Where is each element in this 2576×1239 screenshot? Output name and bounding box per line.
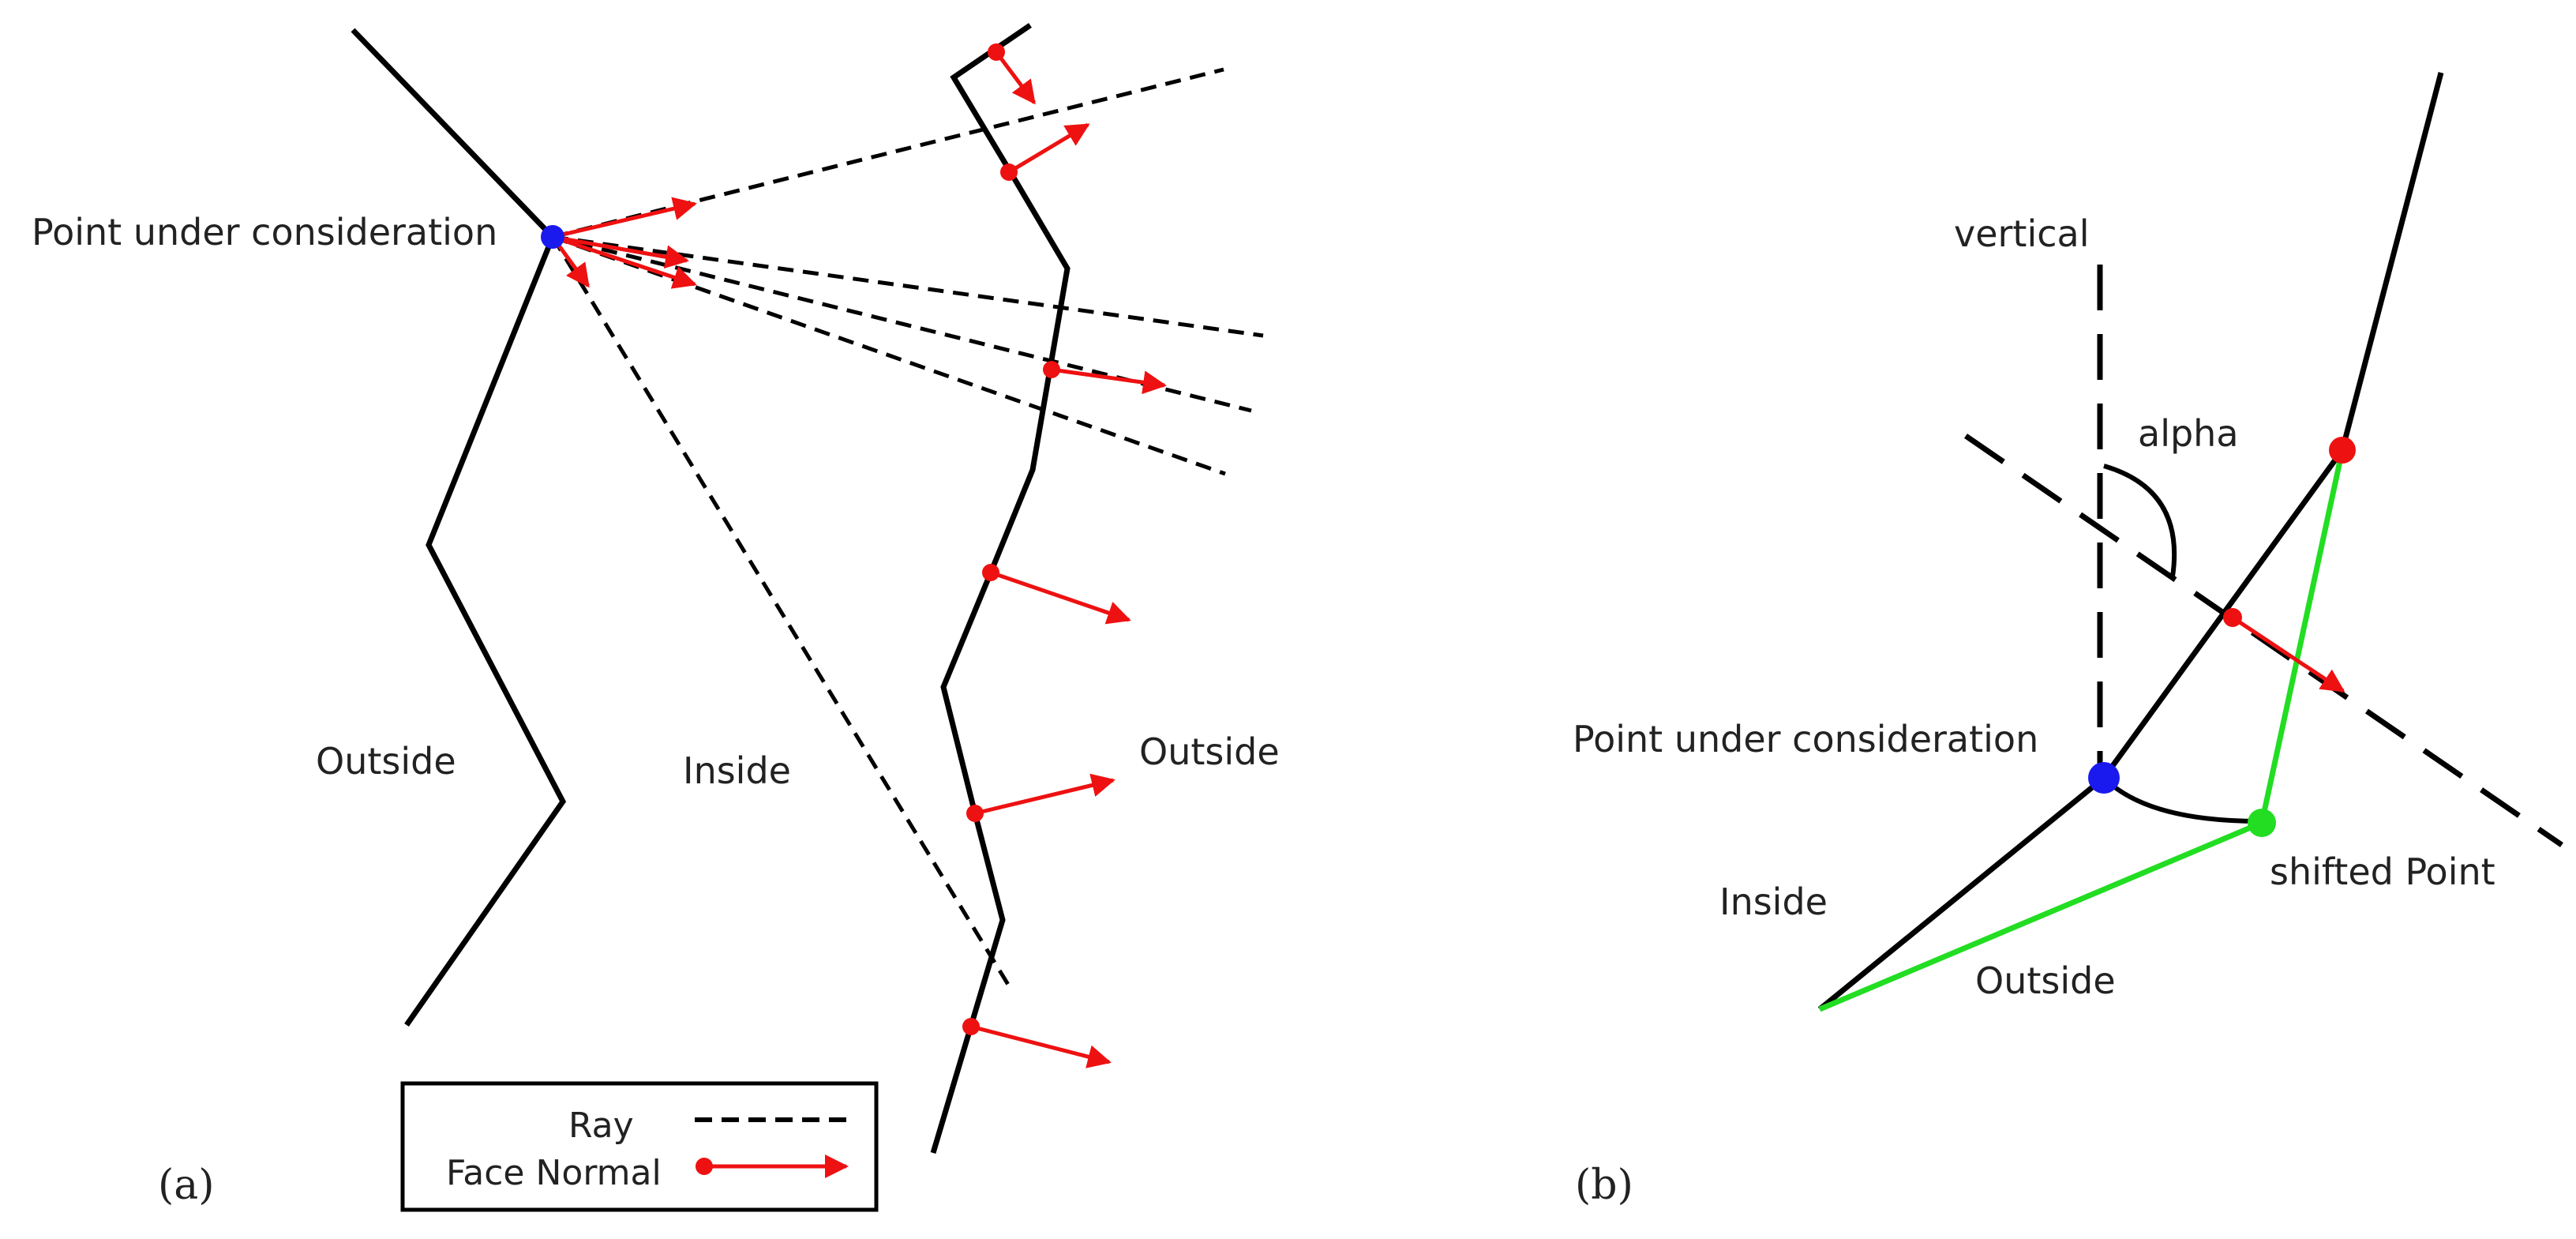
normal-arrow [552, 235, 697, 289]
face-normal-arrow [1007, 122, 1090, 175]
face-normal-dot [966, 805, 984, 822]
point-under-consideration-marker-b [2088, 762, 2120, 794]
alpha-label: alpha [2138, 412, 2239, 455]
face-normal-dot [962, 1018, 980, 1035]
face-normal-dot [1043, 361, 1060, 378]
face-normal-arrow-b [2231, 615, 2345, 693]
ray [550, 235, 1014, 993]
outside-label-b: Outside [1975, 959, 2116, 1002]
face-normal-dot-b [2223, 608, 2242, 627]
legend-face-normal-label: Face Normal [446, 1153, 662, 1193]
rays [550, 67, 1264, 993]
upper-vertex-marker [2329, 437, 2356, 464]
point-normals [550, 197, 697, 289]
alpha-arc [2103, 464, 2177, 577]
legend: Ray Face Normal [400, 1081, 879, 1212]
right-boundary [930, 23, 1071, 1155]
panel-b-tag: (b) [1575, 1162, 1633, 1209]
face-normal-dot [988, 43, 1005, 61]
point-label-b: Point under consideration [1573, 718, 2038, 760]
ray [552, 235, 1252, 413]
vertical-label: vertical [1954, 212, 2090, 255]
legend-ray-label: Ray [568, 1106, 634, 1146]
point-under-consideration-marker [541, 225, 564, 249]
face-normal-dot [982, 564, 999, 581]
face-normals [962, 43, 1167, 1068]
face-normal-arrow [1051, 367, 1167, 395]
rotation-arc [2102, 775, 2260, 824]
panel-a: Point under consideration Outside Inside… [32, 23, 1280, 1212]
ray [552, 235, 1226, 476]
shifted-point-marker [2248, 809, 2276, 837]
face-normal-arrow [995, 51, 1036, 105]
left-boundary [351, 28, 567, 1027]
panel-b: vertical alpha Point under consideration… [1573, 72, 2563, 1209]
legend-box [400, 1081, 879, 1212]
face-normal-arrow [990, 570, 1131, 625]
shifted-point-label: shifted Point [2270, 850, 2495, 893]
panel-a-tag: (a) [158, 1162, 215, 1209]
face-normal-arrow [974, 773, 1116, 816]
inside-label-a: Inside [683, 749, 791, 792]
outside-left-label: Outside [316, 740, 456, 783]
normal-arrow [552, 197, 697, 239]
normal-arrow [552, 235, 689, 269]
outside-right-label: Outside [1139, 730, 1280, 773]
face-normal-arrow [970, 1024, 1112, 1068]
face-normal-dot [1000, 163, 1018, 181]
ray [552, 235, 1264, 338]
inside-label-b: Inside [1719, 880, 1828, 923]
point-label-a: Point under consideration [32, 211, 497, 253]
